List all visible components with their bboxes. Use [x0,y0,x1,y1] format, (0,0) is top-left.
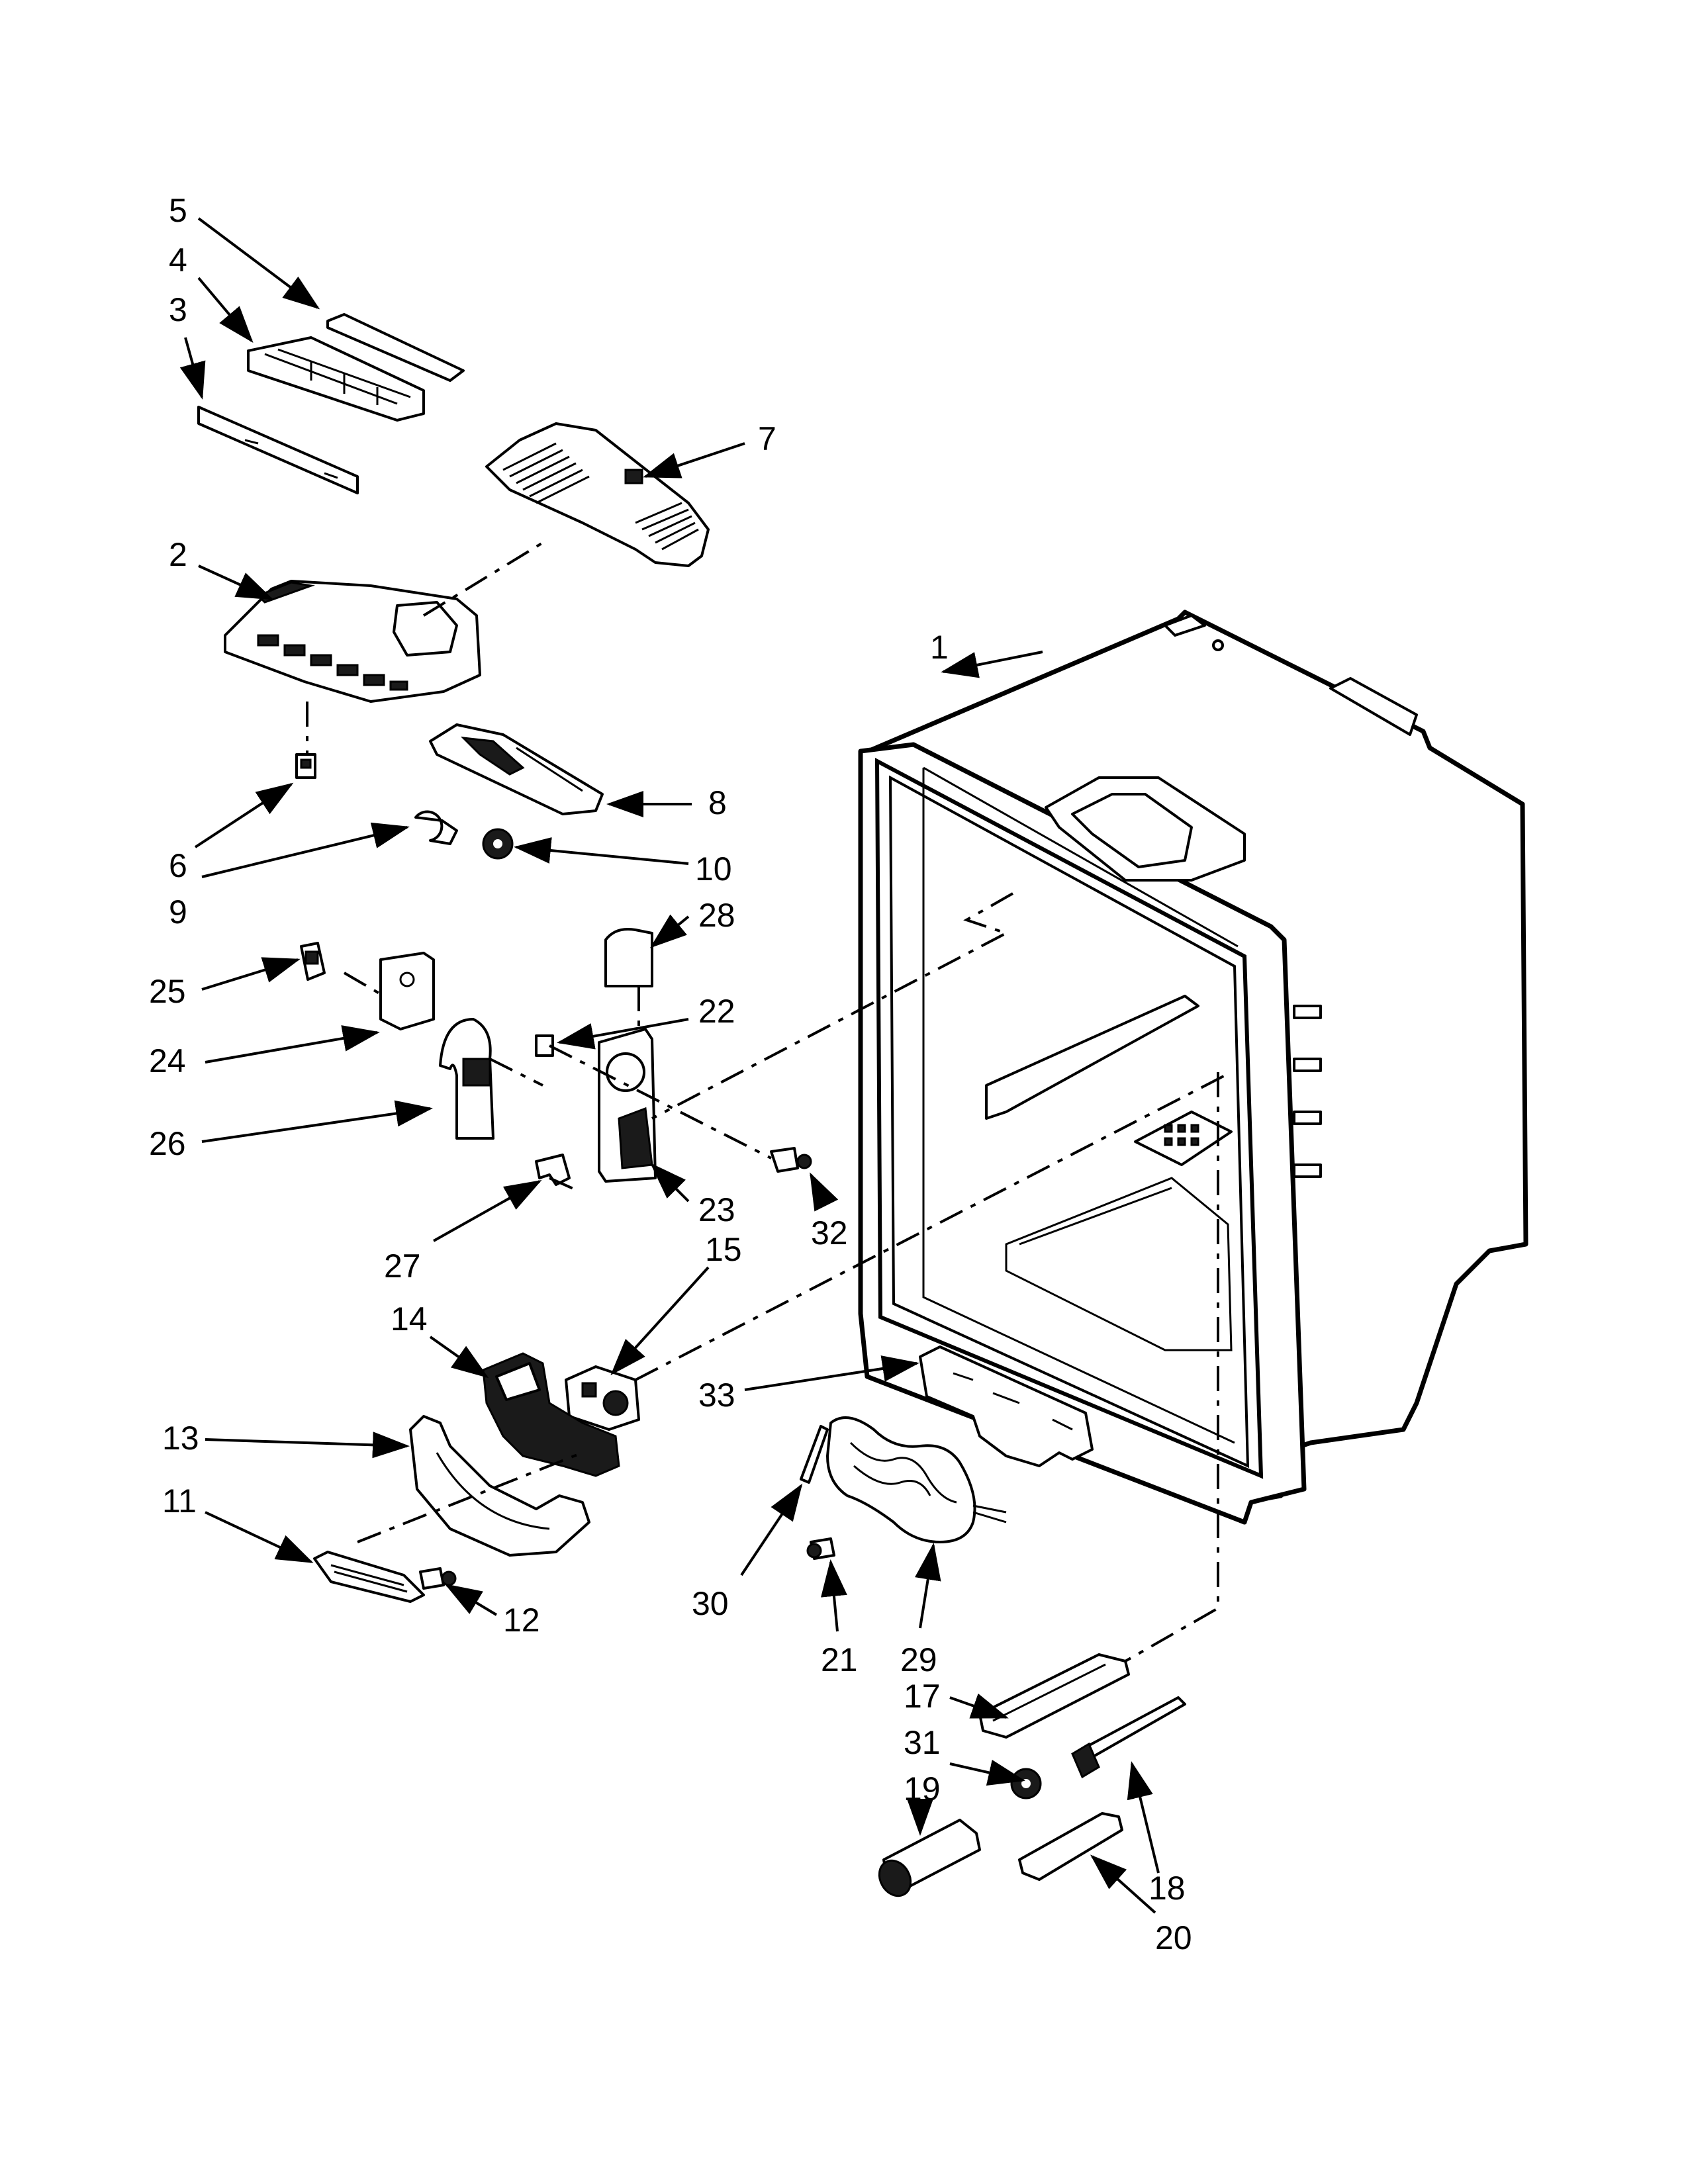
label-21: 21 [821,1641,858,1678]
part-7-vent-cover [485,422,710,567]
part-25-switch [300,942,326,981]
part-30-rod [800,1425,829,1484]
label-8: 8 [708,784,727,821]
part-32-screw [770,1147,812,1173]
part-11-grille [313,1551,425,1603]
leader-lines [179,217,1160,1914]
label-19: 19 [904,1770,941,1807]
part-21-screw [806,1537,835,1560]
label-7: 7 [758,420,776,457]
label-3: 3 [169,291,187,328]
label-6: 6 [169,847,187,884]
label-12: 12 [503,1602,540,1639]
label-28: 28 [698,897,735,934]
label-17: 17 [904,1678,941,1715]
part-9-bulb [414,810,458,845]
part-13-bezel [409,1415,590,1557]
part-17-bracket [978,1653,1130,1739]
part-24-bracket [379,952,435,1030]
label-31: 31 [904,1724,941,1761]
label-29: 29 [900,1641,937,1678]
part-31-nut [1010,1768,1042,1799]
part-20-cover [1018,1812,1123,1881]
label-13: 13 [162,1420,199,1457]
label-5: 5 [169,192,187,229]
label-20: 20 [1155,1919,1192,1956]
part-18-rod [1071,1696,1186,1779]
label-24: 24 [149,1042,186,1079]
part-28-cover [604,928,653,987]
label-32: 32 [811,1214,848,1251]
label-22: 22 [698,993,735,1030]
assembly-lines [306,541,1232,1662]
part-14-lever [482,1352,620,1477]
label-2: 2 [169,536,187,573]
part-4-control-housing [247,336,425,422]
part-10-socket [482,828,514,860]
label-10: 10 [695,850,732,887]
label-25: 25 [149,973,186,1010]
part-23-chute [598,1028,657,1183]
part-1-liner [858,610,1528,1525]
label-11: 11 [162,1482,197,1520]
part-12-screw [419,1567,457,1590]
label-9: 9 [169,893,187,931]
part-8-lamp-housing [429,723,604,815]
part-5-board [326,313,465,382]
label-33: 33 [698,1377,735,1414]
part-6-switch [295,753,316,779]
label-26: 26 [149,1125,186,1162]
callout-labels: 1 2 3 4 5 6 7 8 9 10 11 12 13 14 15 17 1… [149,192,1192,1956]
part-26-tube [439,1018,494,1140]
part-3-strip [197,406,359,494]
label-4: 4 [169,242,187,279]
part-27-clip [535,1154,571,1186]
part-29-heater [826,1416,1007,1543]
label-23: 23 [698,1191,735,1228]
label-30: 30 [692,1585,729,1622]
label-18: 18 [1149,1870,1186,1907]
label-1: 1 [930,629,949,666]
label-15: 15 [705,1231,742,1268]
label-14: 14 [391,1300,428,1338]
label-27: 27 [384,1248,421,1285]
part-2-cover [224,580,481,703]
part-33-bracket [919,1345,1094,1467]
part-19-filter [878,1819,981,1897]
